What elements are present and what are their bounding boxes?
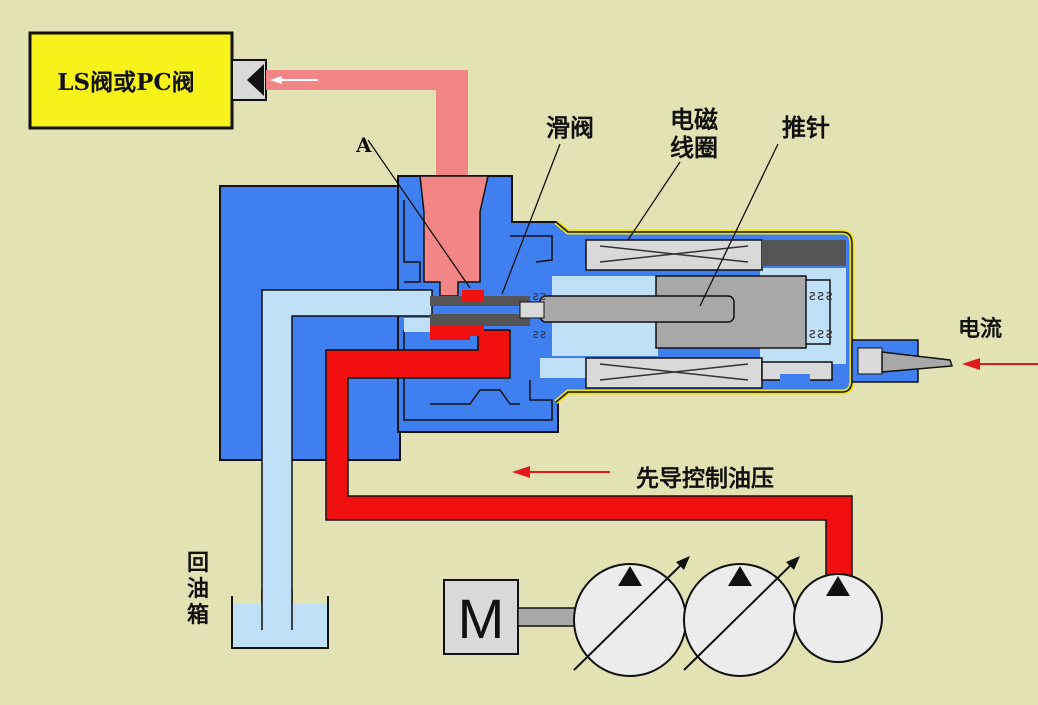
- spool-valve-label: 滑阀: [546, 114, 594, 142]
- coil-label-line2: 线圈: [670, 134, 718, 162]
- pilot-flow-arrow: [512, 466, 610, 478]
- motor-label: M: [458, 587, 505, 650]
- pump-icon: [573, 556, 690, 677]
- electrical-connector: [851, 339, 954, 383]
- current-arrow: [962, 358, 1038, 370]
- pump-icon: [793, 573, 883, 663]
- svg-text:ƨƨ: ƨƨ: [532, 327, 546, 341]
- pilot-pressure-label: 先导控制油压: [636, 465, 774, 492]
- spool-valve: ƨƨ ƨƨ: [430, 289, 735, 341]
- solenoid-coil-top: [585, 239, 846, 271]
- coil-label-line1: 电磁: [670, 106, 718, 134]
- ls-pressure-line: [266, 70, 468, 180]
- current-label: 电流: [958, 316, 1002, 342]
- oil-tank-label: 回 油 箱: [187, 551, 209, 628]
- tank-label-1: 回: [187, 551, 209, 576]
- ls-chamber: [419, 175, 489, 297]
- svg-text:ƨƨ: ƨƨ: [532, 289, 546, 303]
- annotation-leaders: [367, 139, 779, 307]
- flow-arrow-icon: [270, 76, 318, 84]
- point-a-label: A: [355, 133, 372, 157]
- ls-pc-valve-label: LS阀或PC阀: [57, 69, 194, 96]
- solenoid-coil-bottom: [585, 357, 833, 389]
- pump-icon: [683, 556, 800, 677]
- tank-label-2: 油: [187, 577, 209, 602]
- svg-text:ƨƨƨ: ƨƨƨ: [808, 326, 833, 342]
- tank-label-3: 箱: [187, 602, 209, 628]
- svg-text:ƨƨƨ: ƨƨƨ: [808, 288, 833, 304]
- ls-pc-valve-box: LS阀或PC阀: [28, 31, 267, 130]
- push-pin-label: 推针: [782, 114, 830, 142]
- oil-tank-icon: [231, 590, 329, 649]
- motor-icon: M: [443, 579, 581, 655]
